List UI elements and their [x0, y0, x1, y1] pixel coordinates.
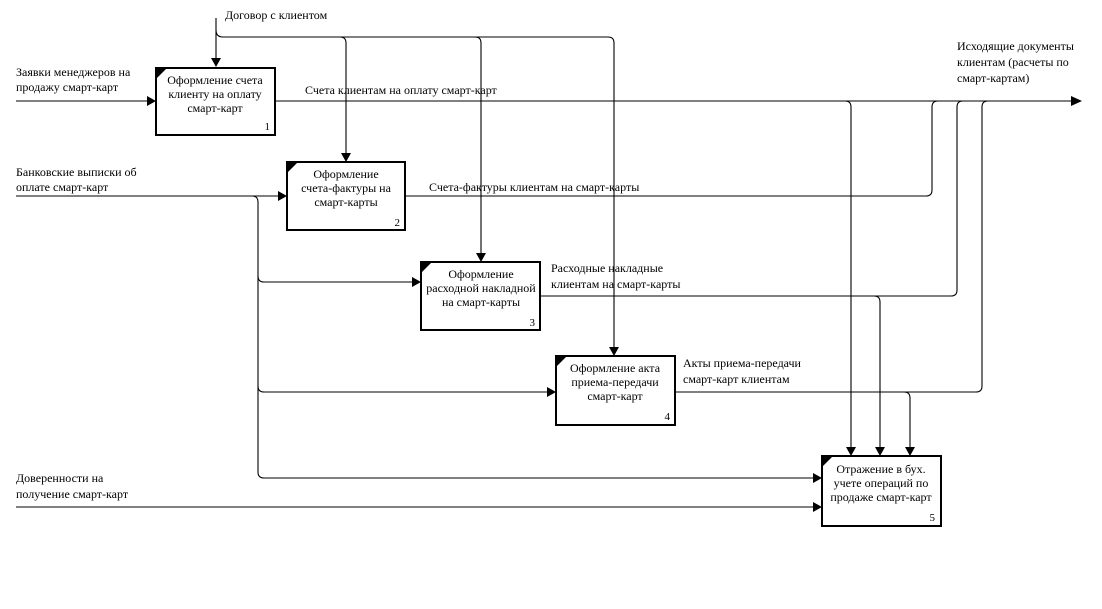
function-box-2-line: Оформление	[313, 167, 378, 181]
label-invoices-payment: Счета клиентам на оплату смарт-карт	[305, 83, 498, 97]
output-arrow-acts[interactable]	[675, 100, 989, 456]
function-box-2[interactable]: Оформление счета-фактуры на смарт-карты …	[286, 161, 406, 231]
function-box-3[interactable]: Оформление расходной накладной на смарт-…	[420, 261, 541, 331]
function-box-5-line: учете операций по	[834, 476, 929, 490]
label-input-bank: Банковские выписки об	[16, 165, 137, 179]
input-arrow-requests[interactable]	[16, 96, 156, 106]
input-arrow-power-of-attorney[interactable]	[16, 502, 822, 512]
label-input-requests: продажу смарт-карт	[16, 80, 119, 94]
control-arrow-contract[interactable]	[211, 18, 619, 356]
label-acts: Акты приема-передачи	[683, 356, 802, 370]
function-box-4-line: Оформление акта	[570, 361, 661, 375]
label-output-docs: клиентам (расчеты по	[957, 55, 1069, 69]
label-input-bank: оплате смарт-карт	[16, 180, 109, 194]
label-acts: смарт-карт клиентам	[683, 372, 790, 386]
function-box-1-line: смарт-карт	[187, 101, 243, 115]
label-input-power: получение смарт-карт	[16, 487, 129, 501]
label-output-docs: смарт-картам)	[957, 71, 1029, 85]
function-box-4-number: 4	[665, 411, 671, 423]
function-box-2-line: счета-фактуры на	[301, 181, 392, 195]
label-input-requests: Заявки менеджеров на	[16, 65, 131, 79]
function-box-5-line: продаже смарт-карт	[830, 490, 932, 504]
label-tax-invoices: Счета-фактуры клиентам на смарт-карты	[429, 180, 639, 194]
label-waybills: Расходные накладные	[551, 261, 663, 275]
output-arrow-invoices-payment[interactable]	[275, 96, 1082, 456]
function-box-4-line: смарт-карт	[587, 389, 643, 403]
function-box-2-number: 2	[395, 217, 401, 229]
function-box-2-line: смарт-карты	[314, 195, 377, 209]
label-output-docs: Исходящие документы	[957, 39, 1074, 53]
function-box-4-line: приема-передачи	[571, 375, 659, 389]
function-box-5-line: Отражение в бух.	[836, 462, 925, 476]
function-box-3-line: расходной накладной	[426, 281, 536, 295]
label-input-power: Доверенности на	[16, 471, 104, 485]
function-box-5[interactable]: Отражение в бух. учете операций по прода…	[821, 455, 942, 527]
function-box-3-line: Оформление	[448, 267, 513, 281]
function-box-3-number: 3	[530, 317, 536, 329]
function-box-1[interactable]: Оформление счета клиенту на оплату смарт…	[155, 67, 276, 136]
function-box-1-line: клиенту на оплату	[168, 87, 261, 101]
function-box-3-line: на смарт-карты	[442, 295, 520, 309]
function-box-4[interactable]: Оформление акта приема-передачи смарт-ка…	[555, 355, 676, 426]
function-box-5-number: 5	[930, 512, 936, 524]
output-arrow-waybills[interactable]	[540, 100, 964, 456]
output-arrow-tax-invoices[interactable]	[405, 100, 939, 197]
label-waybills: клиентам на смарт-карты	[551, 277, 680, 291]
input-arrow-bank-statements[interactable]	[16, 191, 822, 483]
function-box-1-line: Оформление счета	[167, 73, 263, 87]
label-control-contract: Договор с клиентом	[225, 8, 328, 22]
function-box-1-number: 1	[265, 121, 271, 133]
